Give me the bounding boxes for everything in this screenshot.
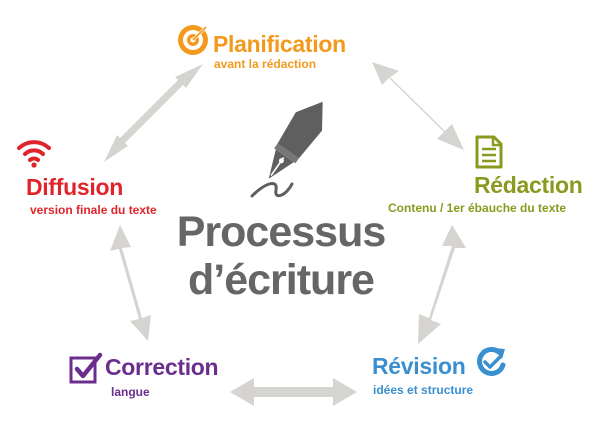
refresh-icon — [477, 347, 506, 376]
node-title-redaction: Rédaction — [474, 172, 583, 198]
node-subtitle-redaction: Contenu / 1er ébauche du texte — [388, 201, 567, 215]
fountain-pen-icon — [250, 101, 323, 198]
node-subtitle-revision: idées et structure — [373, 383, 474, 397]
node-redaction-subtitle-wrap: Contenu / 1er ébauche du texte — [388, 201, 566, 215]
document-icon — [475, 135, 503, 169]
arrow-planification-redaction — [372, 62, 464, 150]
node-title-revision: Révision — [372, 353, 466, 379]
node-diffusion: Diffusion version finale du texte — [26, 174, 157, 217]
node-subtitle-planification: avant la rédaction — [214, 57, 317, 71]
center-title-line1: Processus — [176, 208, 387, 256]
arrow-diffusion-correction — [110, 225, 151, 341]
arrow-correction-revision — [230, 378, 357, 406]
node-title-diffusion: Diffusion — [26, 174, 123, 200]
node-subtitle-diffusion: version finale du texte — [30, 203, 157, 217]
node-subtitle-correction: langue — [111, 385, 150, 399]
node-correction-subtitle-wrap: langue — [111, 385, 150, 399]
arrow-redaction-revision — [418, 225, 466, 344]
target-icon — [178, 25, 208, 55]
node-revision: Révision idées et structure — [372, 353, 473, 397]
node-title-correction: Correction — [105, 354, 219, 380]
arrow-planification-diffusion — [104, 64, 203, 162]
node-title-planification: Planification — [213, 31, 346, 57]
node-planification: Planification avant la rédaction — [213, 31, 346, 71]
node-redaction: Rédaction — [474, 172, 583, 198]
checkbox-icon — [69, 352, 103, 384]
wifi-icon — [17, 140, 51, 168]
center-title: Processus d’écriture — [150, 208, 412, 304]
node-correction: Correction — [105, 354, 219, 380]
center-title-line2: d’écriture — [188, 256, 375, 304]
